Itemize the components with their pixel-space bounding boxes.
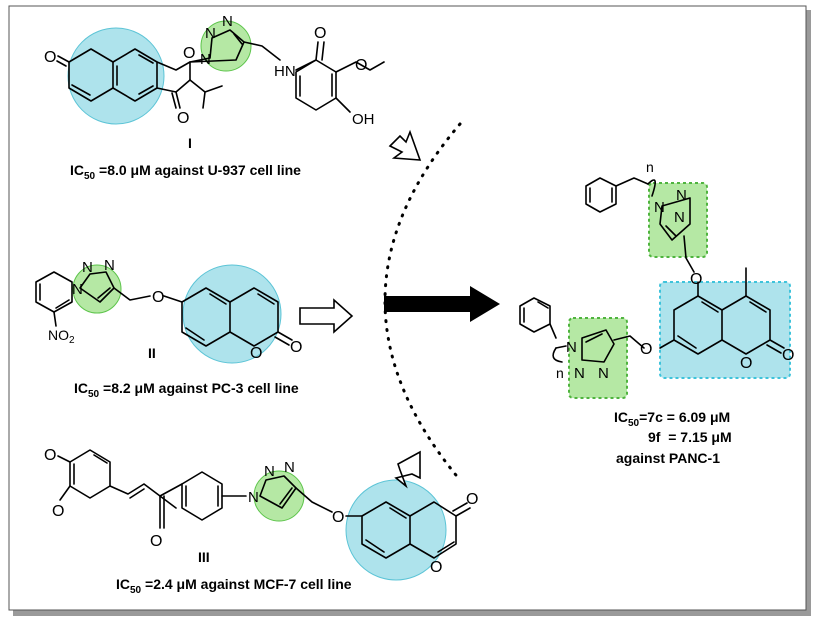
atom-n: N	[205, 25, 216, 42]
atom-n: N	[674, 209, 685, 226]
coumarin-highlight	[182, 264, 282, 364]
coumarin-highlight	[67, 27, 165, 125]
atom-o: O	[332, 509, 344, 526]
atom-n: N	[82, 259, 93, 276]
target-structure: n N N N O O O O n N N N	[519, 159, 794, 399]
target-activity-line1: IC50=7c = 6.09 μM	[614, 409, 730, 429]
atom-o: O	[44, 49, 56, 66]
atom-o: O	[740, 355, 752, 372]
atom-o: O	[152, 289, 164, 306]
target-activity-line3: against PANC-1	[616, 450, 720, 466]
atom-o: O	[183, 45, 195, 62]
compound-iii-structure: O O O N N N O O O	[44, 447, 478, 581]
atom-o: O	[150, 533, 162, 550]
compound-ii-structure: N N N O O O NO2	[35, 257, 302, 364]
atom-n: N	[676, 187, 687, 204]
atom-n-subscript: n	[556, 365, 564, 381]
atom-n: N	[200, 51, 211, 68]
atom-o: O	[466, 491, 478, 508]
open-arrow-from-i	[388, 129, 422, 161]
atom-o: O	[250, 345, 262, 362]
atom-n: N	[248, 489, 259, 506]
atom-o: O	[177, 110, 189, 127]
coumarin-highlight	[345, 479, 447, 581]
atom-n: N	[654, 199, 665, 216]
atom-o: O	[430, 559, 442, 576]
atom-n-subscript: n	[646, 159, 654, 175]
compound-i-activity: IC50 =8.0 μM against U-937 cell line	[70, 162, 301, 182]
atom-n: N	[264, 463, 275, 480]
atom-n: N	[72, 281, 83, 298]
atom-o: O	[690, 271, 702, 288]
compound-i-structure: O O O N N N HN O O OH	[44, 13, 385, 128]
atom-hn: HN	[274, 63, 296, 80]
open-arrow-from-iii	[394, 450, 421, 489]
triazole-highlight	[200, 20, 252, 72]
atom-o: O	[290, 339, 302, 356]
open-arrow-from-ii	[299, 298, 354, 334]
atom-o: O	[314, 25, 326, 42]
atom-n: N	[104, 257, 115, 274]
atom-o: O	[640, 341, 652, 358]
compound-iii-label: III	[198, 549, 210, 565]
atom-o: O	[355, 57, 367, 74]
triazole-box-top	[648, 182, 708, 258]
triazole-box-left	[568, 317, 628, 399]
dotted-arc	[383, 122, 462, 482]
atom-n: N	[284, 459, 295, 476]
atom-n: N	[566, 339, 577, 356]
atom-o: O	[44, 447, 56, 464]
nitro-group: NO2	[48, 327, 75, 346]
compound-i-label: I	[188, 135, 192, 151]
atom-o: O	[782, 347, 794, 364]
atom-o: O	[52, 503, 64, 520]
compound-ii-label: II	[148, 345, 156, 361]
atom-n: N	[222, 13, 233, 30]
compound-iii-activity: IC50 =2.4 μM against MCF-7 cell line	[116, 576, 352, 596]
atom-n: N	[598, 365, 609, 382]
atom-n: N	[574, 365, 585, 382]
bold-arrow	[384, 286, 500, 322]
atom-oh: OH	[352, 111, 375, 128]
compound-ii-activity: IC50 =8.2 μM against PC-3 cell line	[74, 380, 299, 400]
target-activity-line2: 9f = 7.15 μM	[648, 429, 732, 445]
